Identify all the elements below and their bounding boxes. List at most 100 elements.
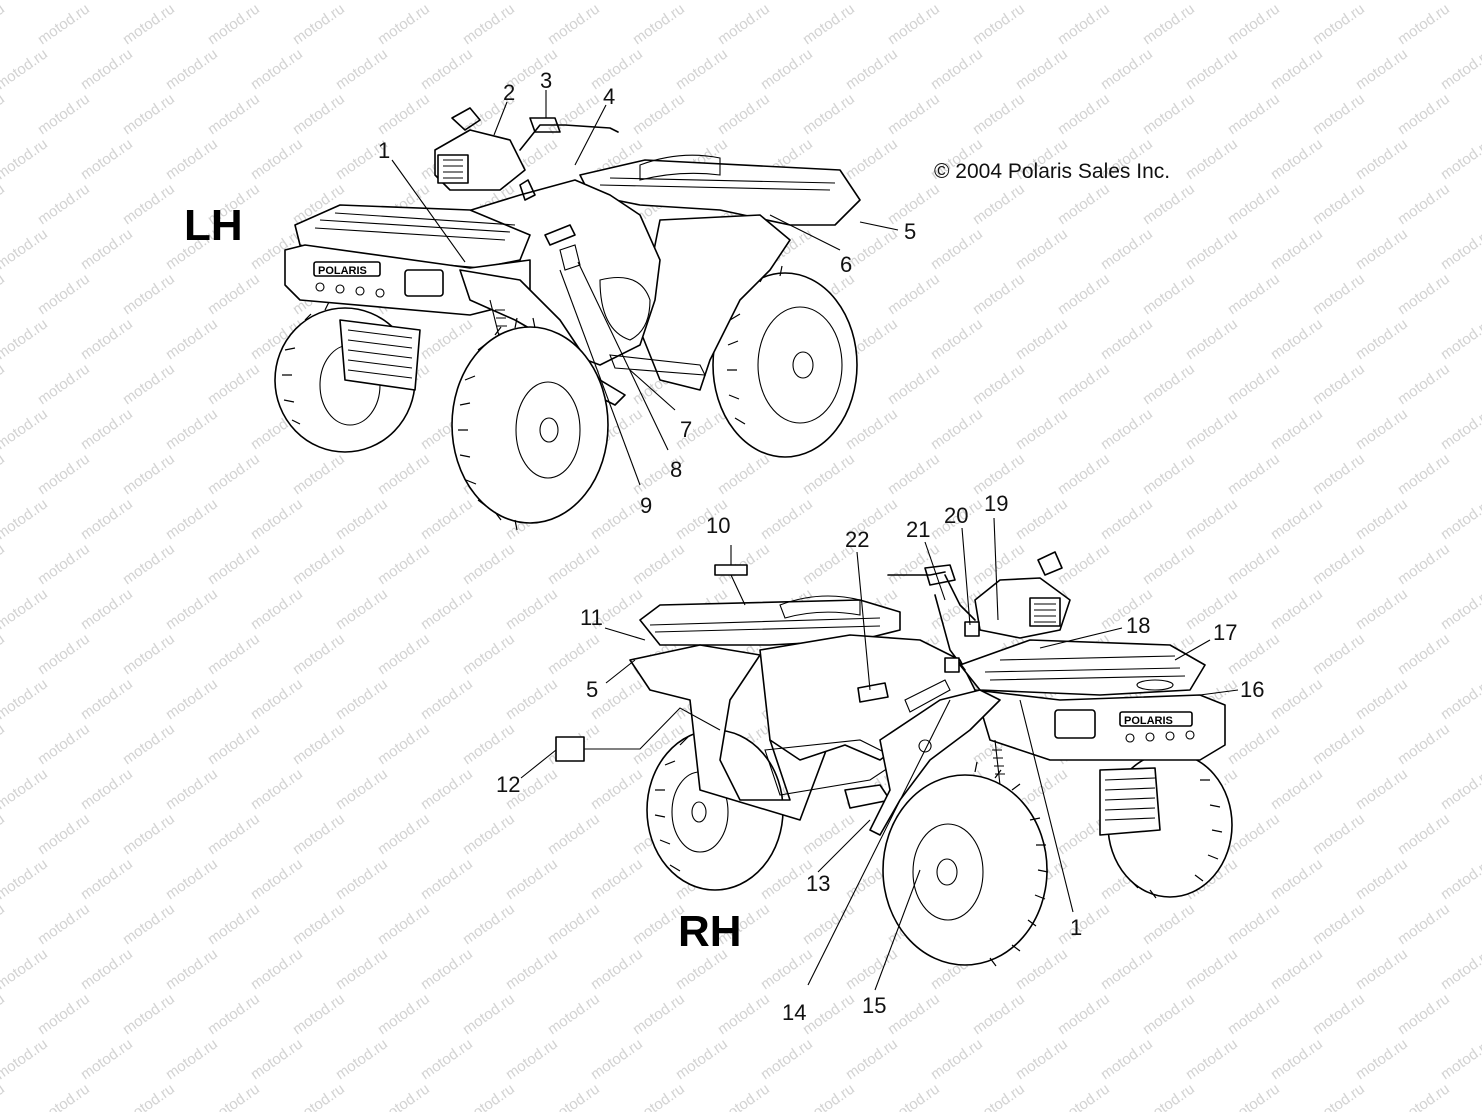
watermark-text: motod.ru (460, 630, 518, 678)
watermark-text: motod.ru (1353, 585, 1411, 633)
watermark-text: motod.ru (715, 450, 773, 498)
watermark-text: motod.ru (1183, 135, 1241, 183)
watermark-text: motod.ru (1438, 225, 1482, 273)
watermark-text: motod.ru (928, 1035, 986, 1083)
watermark-text: motod.ru (1140, 540, 1198, 588)
watermark-text: motod.ru (1225, 360, 1283, 408)
rh-brand-badge: POLARIS (1124, 715, 1173, 727)
watermark-text: motod.ru (163, 405, 221, 453)
watermark-text: motod.ru (1438, 45, 1482, 93)
watermark-text: motod.ru (1268, 0, 1326, 3)
atv-left-hand-view: POLARIS (274, 107, 861, 531)
watermark-text: motod.ru (0, 450, 8, 498)
watermark-text: motod.ru (1310, 270, 1368, 318)
watermark-text: motod.ru (1353, 945, 1411, 993)
watermark-text: motod.ru (673, 45, 731, 93)
watermark-text: motod.ru (333, 765, 391, 813)
rh-callout-12: 12 (496, 772, 520, 797)
watermark-text: motod.ru (970, 90, 1028, 138)
rh-view-label: RH (678, 907, 742, 956)
watermark-text: motod.ru (843, 0, 901, 3)
watermark-text: motod.ru (0, 630, 8, 678)
rh-callout-5: 5 (586, 677, 598, 702)
watermark-text: motod.ru (1395, 720, 1453, 768)
watermark-text: motod.ru (1055, 900, 1113, 948)
watermark-text: motod.ru (163, 135, 221, 183)
watermark-text: motod.ru (163, 945, 221, 993)
watermark-text: motod.ru (1140, 90, 1198, 138)
rh-callout-21: 21 (906, 517, 930, 542)
watermark-text: motod.ru (375, 540, 433, 588)
watermark-text: motod.ru (0, 405, 51, 453)
watermark-text: motod.ru (1310, 810, 1368, 858)
watermark-text: motod.ru (1225, 90, 1283, 138)
watermark-text: motod.ru (885, 450, 943, 498)
watermark-text: motod.ru (375, 720, 433, 768)
watermark-text: motod.ru (120, 1080, 178, 1112)
watermark-text: motod.ru (248, 0, 306, 3)
watermark-text: motod.ru (248, 1035, 306, 1083)
watermark-text: motod.ru (418, 585, 476, 633)
watermark-text: motod.ru (630, 540, 688, 588)
watermark-text: motod.ru (800, 0, 858, 48)
watermark-text: motod.ru (78, 0, 136, 3)
watermark-text: motod.ru (545, 1080, 603, 1112)
watermark-text: motod.ru (800, 810, 858, 858)
watermark-text: motod.ru (970, 180, 1028, 228)
watermark-text: motod.ru (928, 315, 986, 363)
watermark-text: motod.ru (78, 495, 136, 543)
watermark-text: motod.ru (0, 855, 51, 903)
watermark-text: motod.ru (248, 45, 306, 93)
rh-body: POLARIS (629, 551, 1226, 836)
rh-leader-lines (520, 517, 1239, 991)
watermark-text: motod.ru (1268, 675, 1326, 723)
watermark-text: motod.ru (1353, 45, 1411, 93)
watermark-text: motod.ru (1310, 90, 1368, 138)
watermark-text: motod.ru (0, 0, 51, 3)
watermark-text: motod.ru (1268, 225, 1326, 273)
watermark-text: motod.ru (1438, 945, 1482, 993)
watermark-text: motod.ru (970, 0, 1028, 48)
watermark-text: motod.ru (1183, 945, 1241, 993)
watermark-text: motod.ru (120, 630, 178, 678)
watermark-text: motod.ru (0, 585, 51, 633)
watermark-text: motod.ru (375, 900, 433, 948)
watermark-text: motod.ru (1395, 990, 1453, 1038)
lh-callout-3: 3 (540, 68, 552, 93)
lh-callout-8: 8 (670, 457, 682, 482)
watermark-text: motod.ru (290, 810, 348, 858)
watermark-text: motod.ru (1183, 315, 1241, 363)
watermark-text: motod.ru (1268, 1035, 1326, 1083)
watermark-text: motod.ru (35, 450, 93, 498)
watermark-text: motod.ru (1438, 135, 1482, 183)
rh-rear-far-wheel (646, 729, 784, 891)
watermark-text: motod.ru (800, 990, 858, 1038)
watermark-text: motod.ru (120, 90, 178, 138)
watermark-text: motod.ru (588, 495, 646, 543)
watermark-text: motod.ru (1225, 450, 1283, 498)
watermark-text: motod.ru (1353, 135, 1411, 183)
lh-callout-2: 2 (503, 80, 515, 105)
watermark-text: motod.ru (1268, 765, 1326, 813)
watermark-text: motod.ru (0, 675, 51, 723)
watermark-text: motod.ru (205, 0, 263, 48)
watermark-text: motod.ru (375, 0, 433, 48)
watermark-text: motod.ru (1353, 855, 1411, 903)
watermark-text: motod.ru (1268, 315, 1326, 363)
watermark-text: motod.ru (290, 990, 348, 1038)
watermark-text: motod.ru (885, 90, 943, 138)
watermark-text: motod.ru (418, 1035, 476, 1083)
watermark-text: motod.ru (800, 450, 858, 498)
watermark-text: motod.ru (1098, 945, 1156, 993)
copyright-notice: © 2004 Polaris Sales Inc. (934, 160, 1170, 183)
watermark-text: motod.ru (163, 315, 221, 363)
watermark-text: motod.ru (1140, 990, 1198, 1038)
watermark-text: motod.ru (0, 810, 8, 858)
watermark-text: motod.ru (1013, 945, 1071, 993)
watermark-text: motod.ru (545, 630, 603, 678)
lh-view-label: LH (184, 201, 243, 250)
watermark-text: motod.ru (715, 990, 773, 1038)
watermark-text: motod.ru (418, 945, 476, 993)
watermark-text: motod.ru (460, 1080, 518, 1112)
watermark-text: motod.ru (1140, 450, 1198, 498)
